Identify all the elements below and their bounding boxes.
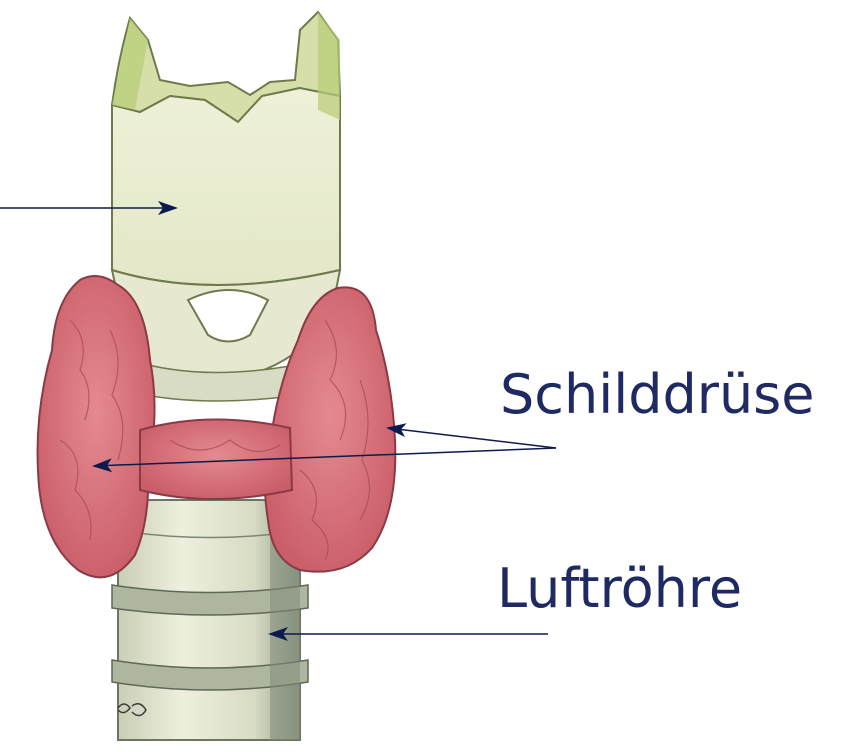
thyroid-label: Schilddrüse	[500, 368, 815, 422]
trachea-label: Luftröhre	[497, 562, 742, 616]
thyroid-pointer-arrow-right-lobe	[388, 428, 556, 448]
